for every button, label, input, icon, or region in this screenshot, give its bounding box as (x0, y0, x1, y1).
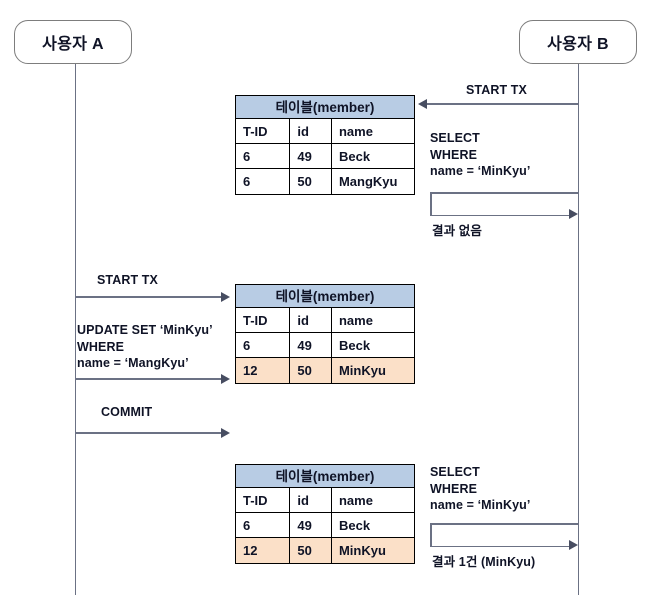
cell-name: Beck (338, 337, 371, 353)
return-arrow-bottom-segment (430, 214, 569, 216)
arrow-line-b-start-tx (427, 103, 578, 105)
column-header-name: name (338, 492, 373, 508)
return-arrow-left-segment (430, 192, 432, 216)
arrow-head-right-b-result-2 (569, 540, 578, 550)
table-member-snapshot-2: 테이블(member) T-ID id name 6 49 Beck 12 50… (235, 284, 415, 384)
column-header-name: name (338, 123, 373, 139)
table-title: 테이블(member) (236, 96, 414, 119)
actor-label-user-b: 사용자 B (547, 36, 609, 53)
column-header-name: name (338, 312, 373, 328)
table-row-highlighted: 12 50 MinKyu (236, 538, 414, 563)
cell-name: MinKyu (338, 543, 386, 558)
message-label-b-select-1: SELECT WHERE name = ‘MinKyu’ (430, 131, 531, 178)
cell-id: 49 (290, 513, 332, 537)
actor-box-user-a[interactable]: 사용자 A (14, 20, 132, 64)
return-arrow-top-segment (430, 523, 578, 525)
actor-box-user-b[interactable]: 사용자 B (519, 20, 637, 64)
message-label-b-start-tx: START TX (466, 83, 527, 97)
table-title: 테이블(member) (236, 285, 414, 308)
cell-id: 49 (290, 333, 332, 357)
actor-label-user-a: 사용자 A (42, 36, 104, 53)
return-arrow-left-segment (430, 523, 432, 547)
arrow-head-right-b-result-1 (569, 209, 578, 219)
column-header-tid: T-ID (236, 488, 291, 512)
cell-id: 50 (290, 169, 332, 194)
arrow-line-a-commit (75, 432, 222, 434)
return-arrow-b-result-1 (430, 192, 578, 216)
table-header-row: T-ID id name (236, 308, 414, 333)
return-arrow-top-segment (430, 192, 578, 194)
column-header-id: id (290, 308, 332, 332)
column-header-id: id (290, 119, 332, 143)
cell-tid: 12 (236, 538, 291, 563)
return-arrow-b-result-2 (430, 523, 578, 547)
message-label-a-commit: COMMIT (101, 405, 153, 419)
lifeline-user-b (578, 64, 580, 595)
cell-name: MinKyu (338, 363, 386, 378)
cell-name: Beck (338, 148, 371, 164)
return-arrow-bottom-segment (430, 545, 569, 547)
table-row-highlighted: 12 50 MinKyu (236, 358, 414, 383)
column-header-tid: T-ID (236, 119, 291, 143)
cell-tid: 6 (236, 333, 291, 357)
cell-tid: 6 (236, 169, 291, 194)
arrow-head-left-b-start-tx (418, 99, 427, 109)
table-row: 6 49 Beck (236, 513, 414, 538)
column-header-tid: T-ID (236, 308, 291, 332)
table-row: 6 49 Beck (236, 333, 414, 358)
cell-id: 50 (290, 538, 332, 563)
lifeline-user-a (75, 64, 77, 595)
table-title: 테이블(member) (236, 465, 414, 488)
arrow-line-a-update (75, 378, 222, 380)
arrow-head-right-a-commit (221, 428, 230, 438)
message-label-a-start-tx: START TX (97, 273, 158, 287)
column-header-id: id (290, 488, 332, 512)
cell-name: Beck (338, 517, 371, 533)
cell-tid: 6 (236, 513, 291, 537)
arrow-line-a-start-tx (75, 296, 222, 298)
cell-tid: 6 (236, 144, 291, 168)
cell-name: MangKyu (338, 174, 398, 189)
table-header-row: T-ID id name (236, 119, 414, 144)
table-header-row: T-ID id name (236, 488, 414, 513)
arrow-head-right-a-update (221, 374, 230, 384)
table-member-snapshot-1: 테이블(member) T-ID id name 6 49 Beck 6 50 … (235, 95, 415, 195)
arrow-head-right-a-start-tx (221, 292, 230, 302)
cell-id: 49 (290, 144, 332, 168)
cell-id: 50 (290, 358, 332, 383)
table-row: 6 49 Beck (236, 144, 414, 169)
message-label-b-result-2: 결과 1건 (MinKyu) (432, 555, 536, 569)
table-row: 6 50 MangKyu (236, 169, 414, 194)
message-label-b-select-2: SELECT WHERE name = ‘MinKyu’ (430, 465, 531, 512)
message-label-a-update: UPDATE SET ‘MinKyu’ WHERE name = ‘MangKy… (77, 323, 213, 370)
cell-tid: 12 (236, 358, 291, 383)
table-member-snapshot-3: 테이블(member) T-ID id name 6 49 Beck 12 50… (235, 464, 415, 564)
message-label-b-result-1: 결과 없음 (432, 224, 482, 238)
